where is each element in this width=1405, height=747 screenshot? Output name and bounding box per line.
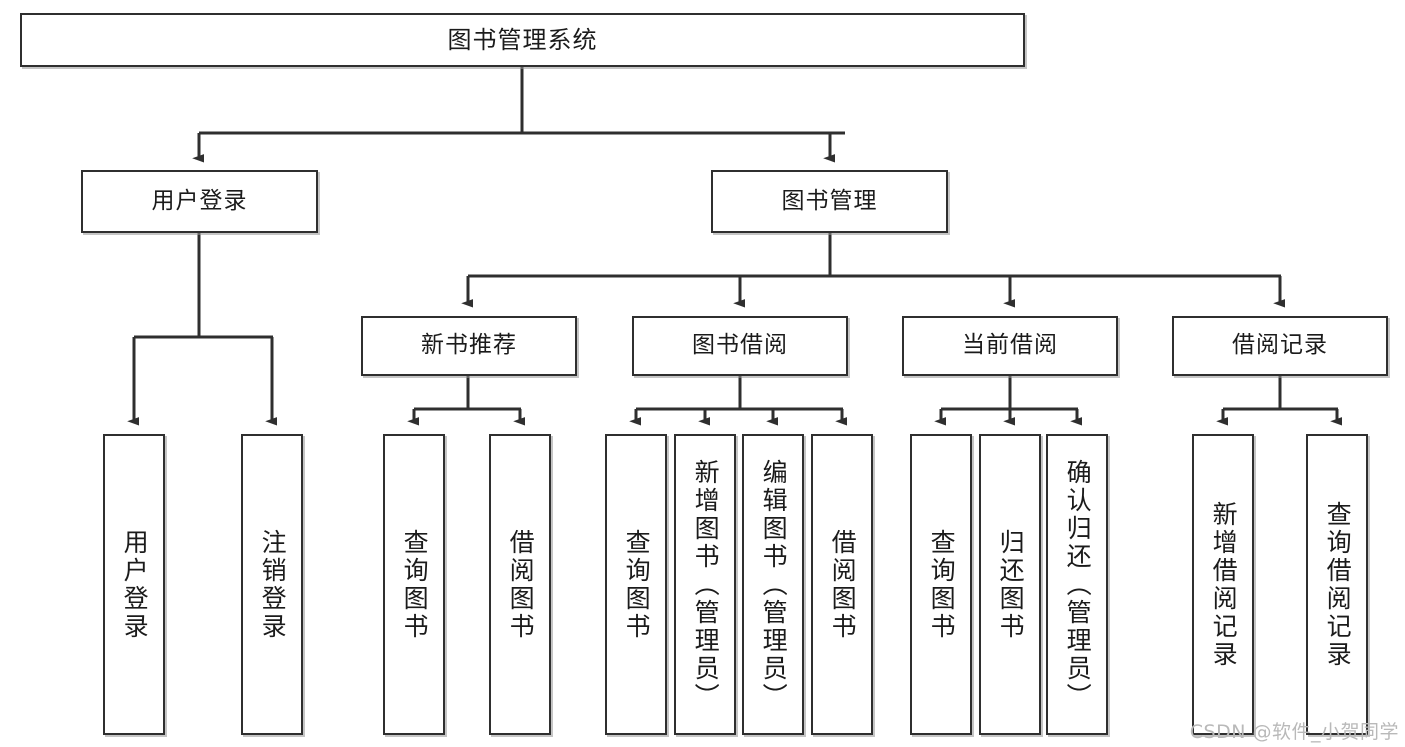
leaf-borrow-book-newbook-label: 借阅图书 — [506, 528, 536, 641]
leaf-query-book-borrow[interactable]: 查询图书 — [605, 434, 667, 735]
leaf-borrow-book-newbook[interactable]: 借阅图书 — [489, 434, 551, 735]
leaf-user-login[interactable]: 用户登录 — [103, 434, 165, 735]
node-new-book-recommend[interactable]: 新书推荐 — [361, 316, 577, 376]
leaf-query-borrow-record[interactable]: 查询借阅记录 — [1306, 434, 1368, 735]
leaf-add-book-admin[interactable]: 新增图书（管理员） — [674, 434, 736, 735]
leaf-borrow-book[interactable]: 借阅图书 — [811, 434, 873, 735]
node-current-borrow[interactable]: 当前借阅 — [902, 316, 1118, 376]
leaf-logout[interactable]: 注销登录 — [241, 434, 303, 735]
node-current-borrow-label: 当前借阅 — [962, 332, 1058, 359]
node-book-management-label: 图书管理 — [781, 187, 878, 214]
leaf-confirm-return-admin-label: 确认归还（管理员） — [1063, 458, 1093, 711]
leaf-query-book-newbook-label: 查询图书 — [400, 528, 430, 641]
leaf-edit-book-admin[interactable]: 编辑图书（管理员） — [742, 434, 804, 735]
leaf-return-book[interactable]: 归还图书 — [979, 434, 1041, 735]
leaf-query-borrow-record-label: 查询借阅记录 — [1323, 500, 1353, 669]
watermark-text: CSDN @软件_小贺同学 — [1189, 721, 1399, 743]
leaf-user-login-label: 用户登录 — [120, 528, 150, 641]
leaf-add-book-admin-label: 新增图书（管理员） — [691, 458, 721, 711]
node-borrow-records-label: 借阅记录 — [1232, 332, 1328, 359]
node-login-label: 用户登录 — [151, 187, 248, 214]
leaf-edit-book-admin-label: 编辑图书（管理员） — [759, 458, 789, 711]
leaf-borrow-book-label: 借阅图书 — [828, 528, 858, 641]
leaf-query-book-current-label: 查询图书 — [927, 528, 957, 641]
leaf-add-borrow-record-label: 新增借阅记录 — [1209, 500, 1239, 669]
leaf-add-borrow-record[interactable]: 新增借阅记录 — [1192, 434, 1254, 735]
leaf-logout-label: 注销登录 — [258, 528, 288, 641]
leaf-query-book-borrow-label: 查询图书 — [622, 528, 652, 641]
node-login[interactable]: 用户登录 — [81, 170, 318, 233]
node-book-borrow-label: 图书借阅 — [692, 332, 788, 359]
leaf-query-book-newbook[interactable]: 查询图书 — [383, 434, 445, 735]
node-root[interactable]: 图书管理系统 — [20, 13, 1025, 67]
node-root-label: 图书管理系统 — [447, 25, 598, 54]
leaf-confirm-return-admin[interactable]: 确认归还（管理员） — [1046, 434, 1108, 735]
leaf-query-book-current[interactable]: 查询图书 — [910, 434, 972, 735]
node-new-book-recommend-label: 新书推荐 — [421, 332, 517, 359]
node-book-borrow[interactable]: 图书借阅 — [632, 316, 848, 376]
leaf-return-book-label: 归还图书 — [996, 528, 1026, 641]
node-book-management[interactable]: 图书管理 — [711, 170, 948, 233]
node-borrow-records[interactable]: 借阅记录 — [1172, 316, 1388, 376]
